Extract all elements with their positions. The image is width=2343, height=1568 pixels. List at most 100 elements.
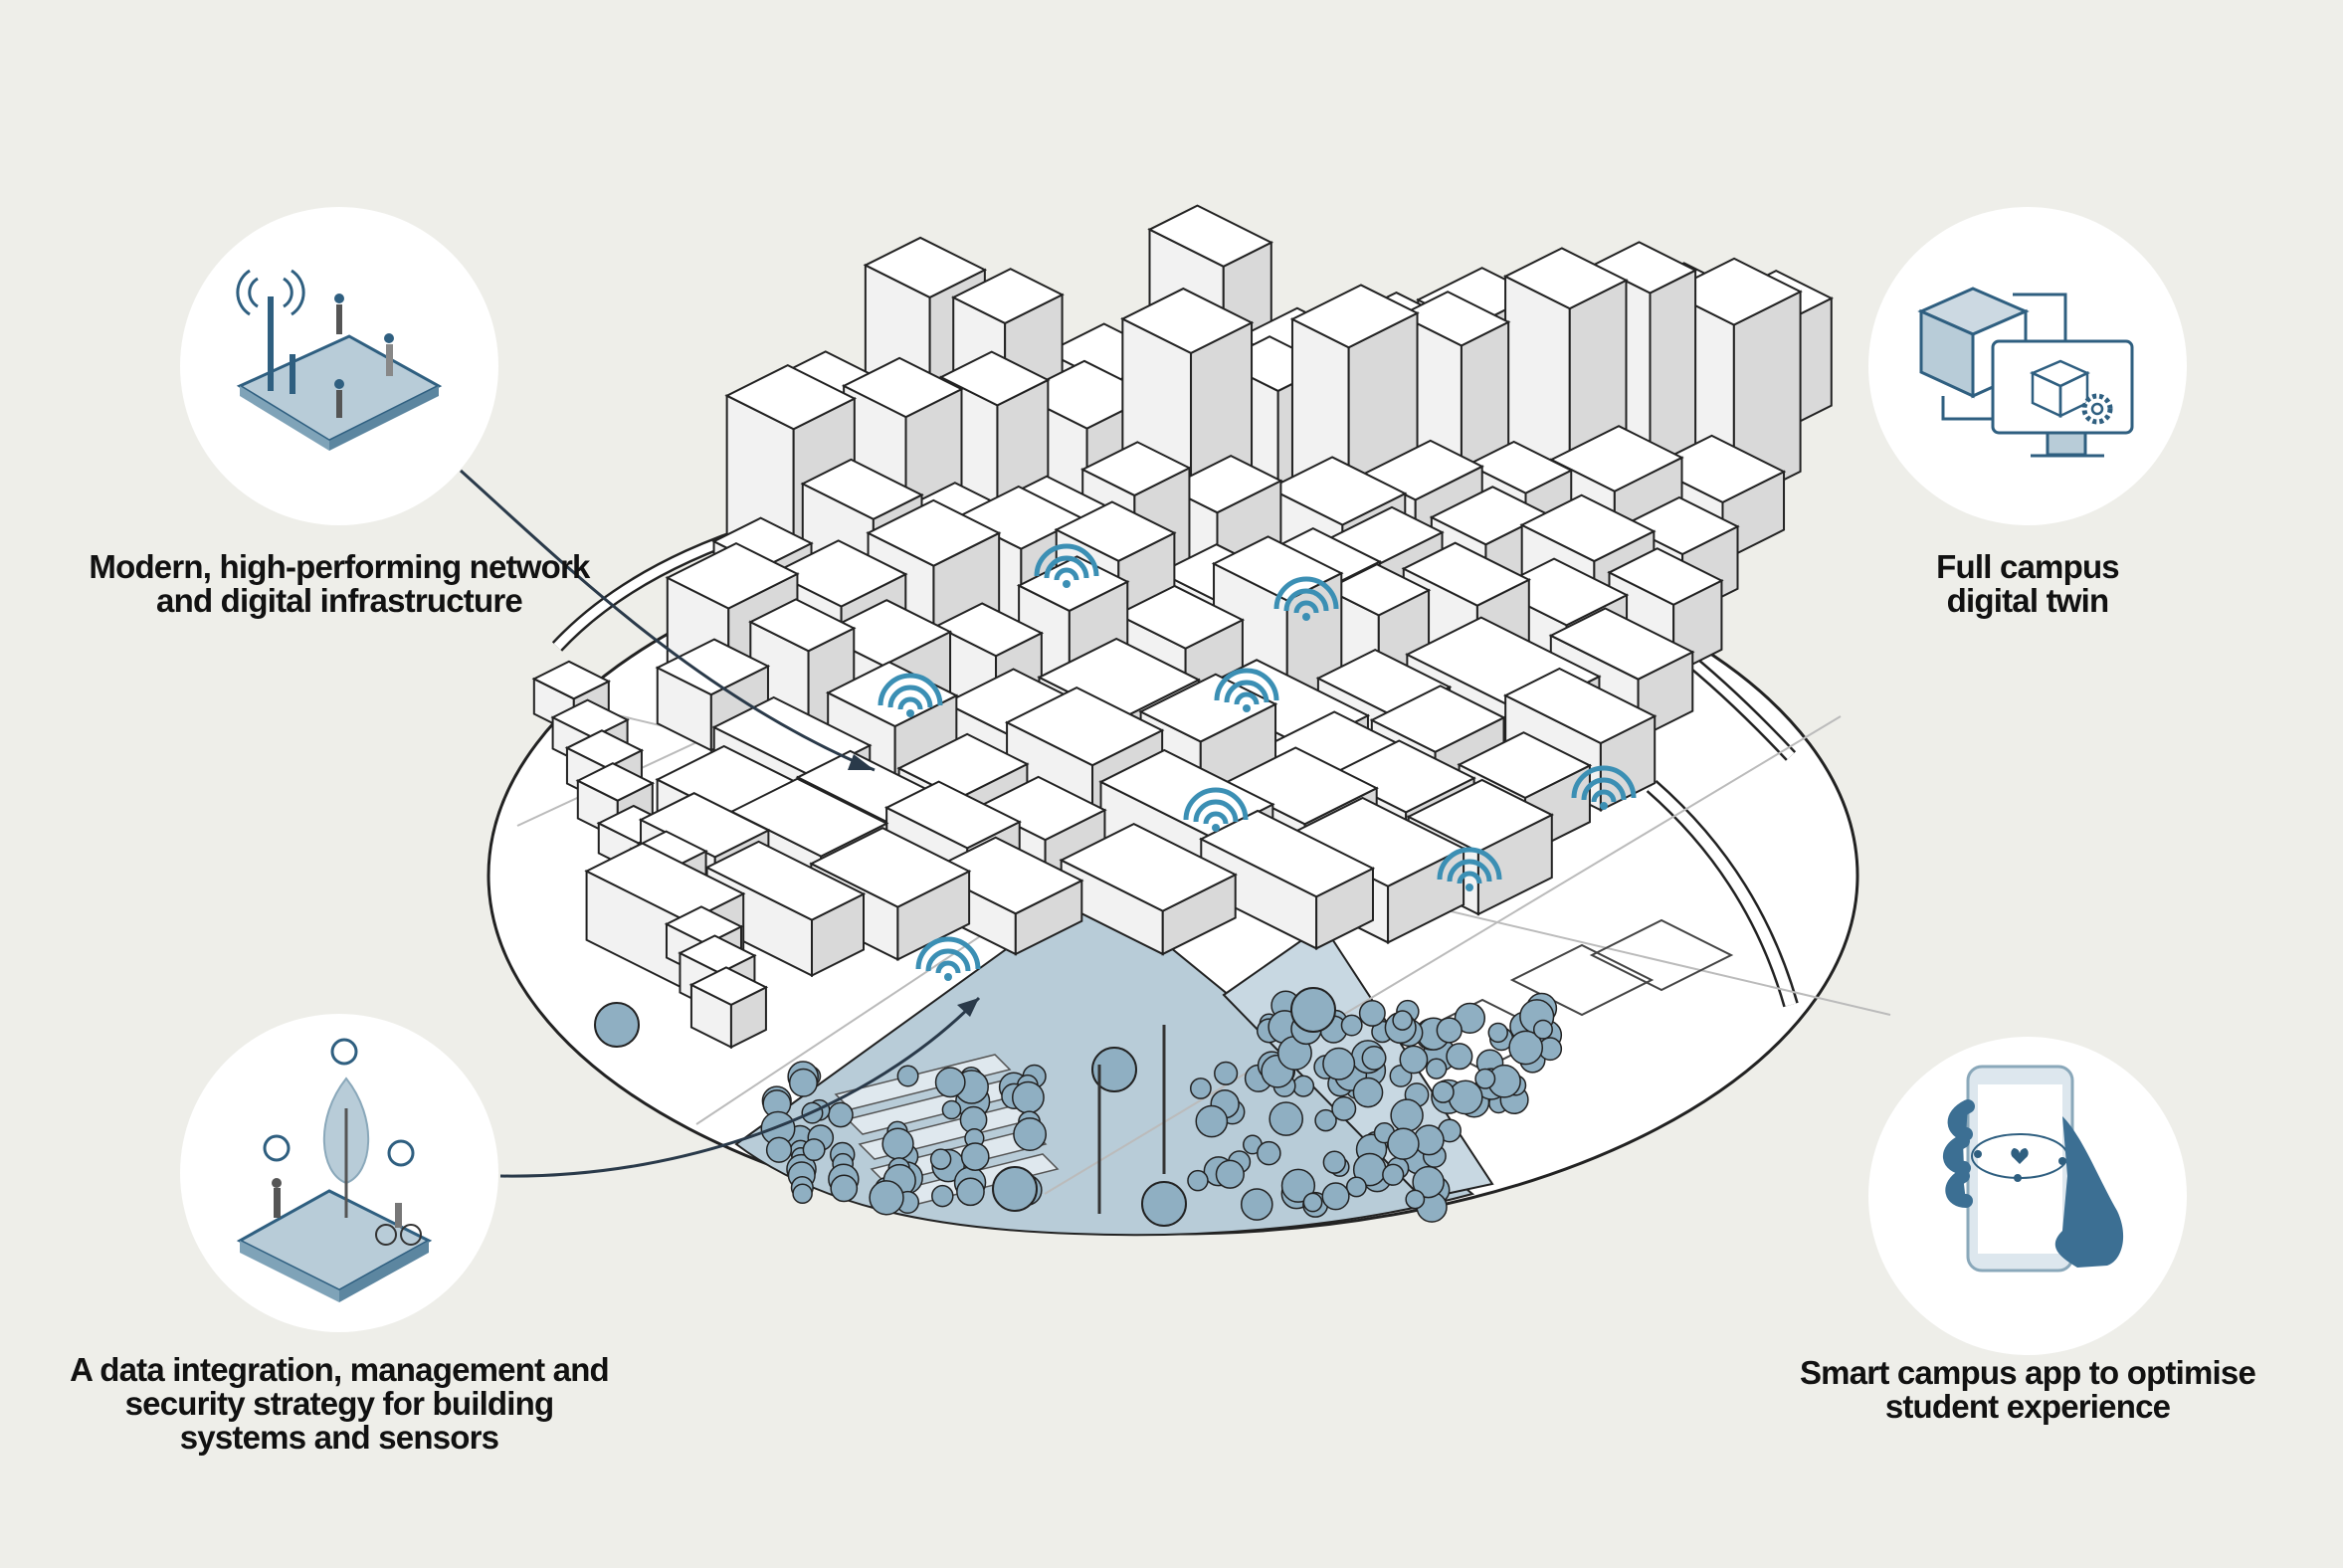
tree xyxy=(1390,1098,1424,1132)
building-roof xyxy=(1289,284,1420,349)
building-roof xyxy=(1054,500,1177,562)
tree xyxy=(1269,1101,1304,1136)
tree xyxy=(931,1184,954,1208)
tree xyxy=(1189,1078,1212,1099)
wifi-icon xyxy=(1034,543,1099,588)
network-feature-circle xyxy=(180,207,498,525)
wifi-dot xyxy=(1243,704,1251,712)
tree xyxy=(1345,1176,1367,1198)
building-roof xyxy=(1284,796,1466,887)
tree xyxy=(1448,1079,1483,1115)
building xyxy=(1199,809,1376,950)
wifi-icon xyxy=(1183,787,1249,832)
tree xyxy=(1321,1182,1350,1211)
building-roof xyxy=(1457,731,1593,799)
digital-twin-icon xyxy=(1917,287,2134,458)
tree xyxy=(1280,1168,1316,1203)
sensor-data-icon xyxy=(236,1038,433,1302)
building-roof xyxy=(1465,440,1574,494)
network-antenna-icon xyxy=(236,269,443,451)
wifi-dot xyxy=(1302,613,1310,621)
tree xyxy=(929,1148,952,1170)
building-roof xyxy=(748,598,857,653)
wifi-arc xyxy=(1044,555,1089,579)
wifi-arc xyxy=(1234,691,1260,705)
wifi-arc xyxy=(1293,600,1319,614)
building-roof xyxy=(938,350,1051,407)
building-roof xyxy=(1120,287,1255,355)
tree xyxy=(1322,1047,1356,1080)
network-caption: Modern, high-performing network and digi… xyxy=(89,548,590,619)
large-tree xyxy=(1141,1181,1187,1227)
wifi-dot xyxy=(1212,824,1220,832)
building-roof xyxy=(1324,563,1432,617)
tree xyxy=(1387,1127,1420,1160)
wifi-arc xyxy=(1214,668,1279,701)
wifi-icon xyxy=(915,936,981,981)
building-roof xyxy=(724,364,858,431)
tree xyxy=(1532,1019,1553,1040)
tree xyxy=(792,1183,813,1205)
wifi-arc xyxy=(1437,847,1502,881)
tree xyxy=(1195,1104,1229,1138)
app-caption: Smart campus app to optimise student exp… xyxy=(1799,1354,2256,1425)
building-roof xyxy=(655,638,771,696)
arrowhead-network xyxy=(848,754,875,770)
building-roof xyxy=(1429,486,1550,546)
wifi-arc xyxy=(1054,567,1079,581)
building-roof xyxy=(1328,739,1476,814)
wifi-dot xyxy=(944,973,952,981)
wifi-arc xyxy=(887,685,933,708)
tree xyxy=(1474,1068,1496,1089)
building-roof xyxy=(1401,541,1532,607)
building-roof xyxy=(976,775,1107,842)
wifi-arc xyxy=(1193,799,1239,823)
building-roof xyxy=(704,840,867,921)
building-roof xyxy=(1607,547,1724,606)
wifi-arc xyxy=(1581,777,1627,801)
tree xyxy=(1352,1077,1384,1108)
building-roof xyxy=(1059,822,1238,912)
building-roof xyxy=(800,458,924,520)
street-line xyxy=(1044,715,1842,1195)
building-roof xyxy=(1079,441,1192,497)
wifi-arc xyxy=(1183,787,1249,821)
building-roof xyxy=(531,660,612,700)
tree xyxy=(1432,1080,1455,1103)
building xyxy=(688,966,769,1050)
building-roof xyxy=(1004,686,1165,767)
sports-field xyxy=(1589,918,1734,992)
building-roof xyxy=(1361,439,1484,501)
wifi-arc xyxy=(915,936,981,970)
building-roof xyxy=(841,356,964,419)
building-roof xyxy=(927,836,1084,915)
large-tree xyxy=(992,1166,1038,1212)
tree xyxy=(956,1177,985,1207)
tree xyxy=(1358,999,1386,1027)
building-roof xyxy=(1138,673,1278,743)
tree xyxy=(1382,1163,1405,1186)
tree xyxy=(1361,1045,1387,1071)
building-roof xyxy=(1115,584,1246,650)
connector-arrow-data xyxy=(499,996,981,1178)
tree xyxy=(960,1142,990,1171)
large-tree xyxy=(1091,1047,1137,1092)
tree xyxy=(1187,1169,1209,1192)
wifi-arc xyxy=(1224,680,1269,703)
building-roof xyxy=(950,268,1065,325)
tree xyxy=(1446,1043,1473,1071)
wifi-icon xyxy=(1437,847,1502,891)
tree xyxy=(788,1068,818,1097)
building-roof xyxy=(1591,241,1698,294)
building-roof xyxy=(1199,809,1376,898)
wifi-arc xyxy=(1591,789,1617,803)
building-roof xyxy=(638,792,771,859)
tree xyxy=(1426,1058,1448,1079)
tree xyxy=(1340,1014,1363,1037)
tree xyxy=(1314,1108,1337,1132)
building-roof xyxy=(1622,495,1740,556)
wifi-dot xyxy=(1063,580,1071,588)
tree xyxy=(802,1138,826,1162)
tree xyxy=(1240,1188,1273,1221)
